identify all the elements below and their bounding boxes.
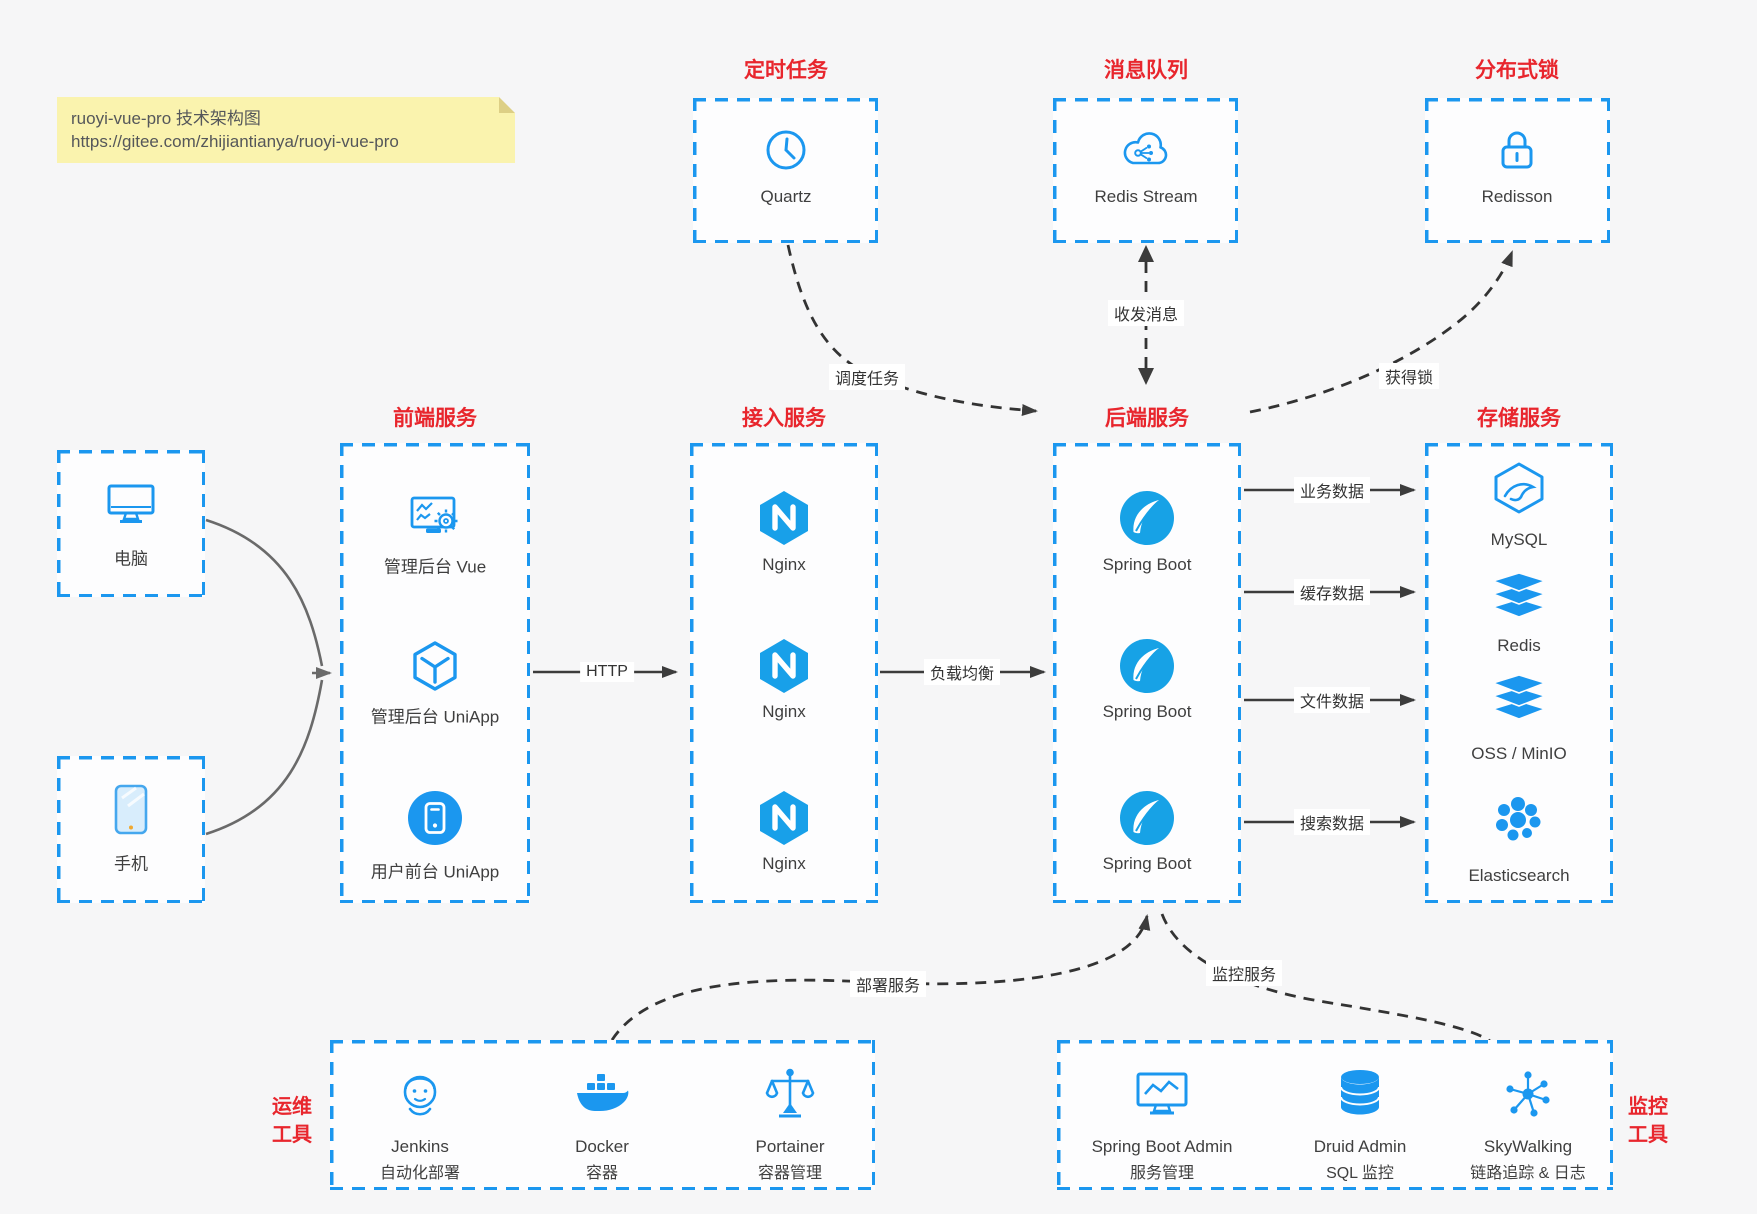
docker-desc: 容器 — [585, 1165, 619, 1182]
edge-label-schedule: 调度任务 — [828, 364, 906, 390]
mysql-icon — [1492, 461, 1546, 515]
druid-admin-label: Druid Admin — [1313, 1137, 1407, 1156]
ops-side-label-line1: 运维 — [272, 1096, 312, 1118]
redisson-label: Redisson — [1481, 187, 1553, 206]
quartz-box — [693, 98, 878, 243]
edge-label-cache-data: 缓存数据 — [1293, 579, 1371, 605]
edge-phone-line — [205, 679, 324, 836]
oss-minio-icon — [1491, 675, 1547, 721]
spring-boot-label: Spring Boot — [1102, 702, 1192, 721]
docker-icon — [573, 1072, 631, 1116]
redis-stream-box — [1053, 98, 1238, 243]
jenkins-icon — [396, 1068, 444, 1120]
edge-label-lock: 获得锁 — [1378, 363, 1440, 389]
skywalking-desc: 链路追踪 & 日志 — [1470, 1165, 1586, 1182]
phone-icon — [112, 784, 150, 836]
portainer-icon — [763, 1068, 817, 1120]
redis-icon — [1491, 573, 1547, 619]
monitor-tools-box — [1057, 1040, 1613, 1190]
ops-side-label-line2: 工具 — [272, 1124, 312, 1146]
title-frontend: 前端服务 — [393, 407, 477, 430]
title-message-queue: 消息队列 — [1104, 59, 1188, 82]
edge-schedule-line — [786, 244, 1038, 416]
spring-boot-label: Spring Boot — [1102, 854, 1192, 873]
druid-admin-desc: SQL 监控 — [1326, 1165, 1394, 1182]
edge-pc-line — [205, 518, 324, 667]
spring-boot-admin-label: Spring Boot Admin — [1091, 1137, 1233, 1156]
spring-boot-icon — [1118, 637, 1176, 695]
clock-icon — [763, 127, 809, 173]
quartz-label: Quartz — [760, 187, 812, 206]
edge-label-monitor: 监控服务 — [1205, 960, 1283, 986]
nginx-icon — [757, 489, 811, 547]
edge-monitor-line — [1160, 913, 1491, 1043]
pc-box — [57, 450, 205, 597]
edge-label-http: HTTP — [580, 662, 634, 682]
nginx-label: Nginx — [762, 854, 806, 873]
jenkins-label: Jenkins — [391, 1137, 449, 1156]
monitor-side-label-line2: 工具 — [1628, 1124, 1668, 1146]
user-uniapp-icon — [406, 789, 464, 847]
mysql-label: MySQL — [1490, 530, 1548, 549]
oss-minio-label: OSS / MinIO — [1471, 744, 1567, 763]
edge-label-search-data: 搜索数据 — [1293, 809, 1371, 835]
spring-boot-admin-desc: 服务管理 — [1129, 1165, 1195, 1182]
title-scheduled-tasks: 定时任务 — [744, 59, 828, 82]
redis-label: Redis — [1497, 636, 1541, 655]
uniapp-cube-icon — [409, 640, 461, 692]
edge-label-messaging: 收发消息 — [1107, 300, 1185, 326]
lock-icon — [1495, 126, 1539, 174]
edge-label-load-balance: 负载均衡 — [923, 659, 1001, 685]
skywalking-icon — [1501, 1067, 1555, 1121]
spring-boot-icon — [1118, 489, 1176, 547]
spring-boot-label: Spring Boot — [1102, 555, 1192, 574]
skywalking-label: SkyWalking — [1483, 1137, 1573, 1156]
nginx-icon — [757, 637, 811, 695]
admin-uniapp-label: 管理后台 UniApp — [370, 707, 500, 727]
mobile-label: 手机 — [114, 854, 148, 874]
note-title: ruoyi-vue-pro 技术架构图 — [71, 109, 261, 128]
redis-stream-label: Redis Stream — [1094, 187, 1198, 206]
nginx-label: Nginx — [762, 702, 806, 721]
monitor-side-label-line1: 监控 — [1628, 1096, 1668, 1118]
nginx-label: Nginx — [762, 555, 806, 574]
user-uniapp-label: 用户前台 UniApp — [370, 862, 500, 882]
portainer-label: Portainer — [755, 1137, 825, 1156]
nginx-icon — [757, 789, 811, 847]
cloud-stream-icon — [1119, 129, 1173, 171]
edge-label-file-data: 文件数据 — [1293, 687, 1371, 713]
title-gateway: 接入服务 — [742, 407, 826, 430]
note-url: https://gitee.com/zhijiantianya/ruoyi-vu… — [71, 132, 399, 151]
title-storage: 存储服务 — [1477, 407, 1561, 430]
docker-label: Docker — [575, 1137, 629, 1156]
spring-boot-icon — [1118, 789, 1176, 847]
edge-label-business-data: 业务数据 — [1293, 477, 1371, 503]
edge-messaging-arrow-up — [1138, 245, 1154, 262]
redisson-box — [1425, 98, 1610, 243]
elasticsearch-label: Elasticsearch — [1468, 866, 1570, 885]
admin-vue-label: 管理后台 Vue — [383, 557, 487, 577]
edge-lock-line — [1249, 250, 1514, 414]
edge-messaging-arrow-down — [1138, 368, 1154, 385]
desktop-icon — [105, 483, 157, 527]
elasticsearch-icon — [1493, 794, 1545, 846]
admin-vue-icon — [407, 494, 463, 542]
edge-label-deploy: 部署服务 — [849, 971, 927, 997]
jenkins-desc: 自动化部署 — [379, 1165, 461, 1182]
portainer-desc: 容器管理 — [757, 1165, 823, 1182]
spring-boot-admin-icon — [1134, 1070, 1190, 1118]
sticky-note: ruoyi-vue-pro 技术架构图 https://gitee.com/zh… — [57, 97, 515, 163]
pc-label: 电脑 — [114, 549, 148, 569]
druid-icon — [1336, 1068, 1384, 1120]
title-backend: 后端服务 — [1105, 407, 1189, 430]
title-distributed-lock: 分布式锁 — [1475, 59, 1559, 82]
